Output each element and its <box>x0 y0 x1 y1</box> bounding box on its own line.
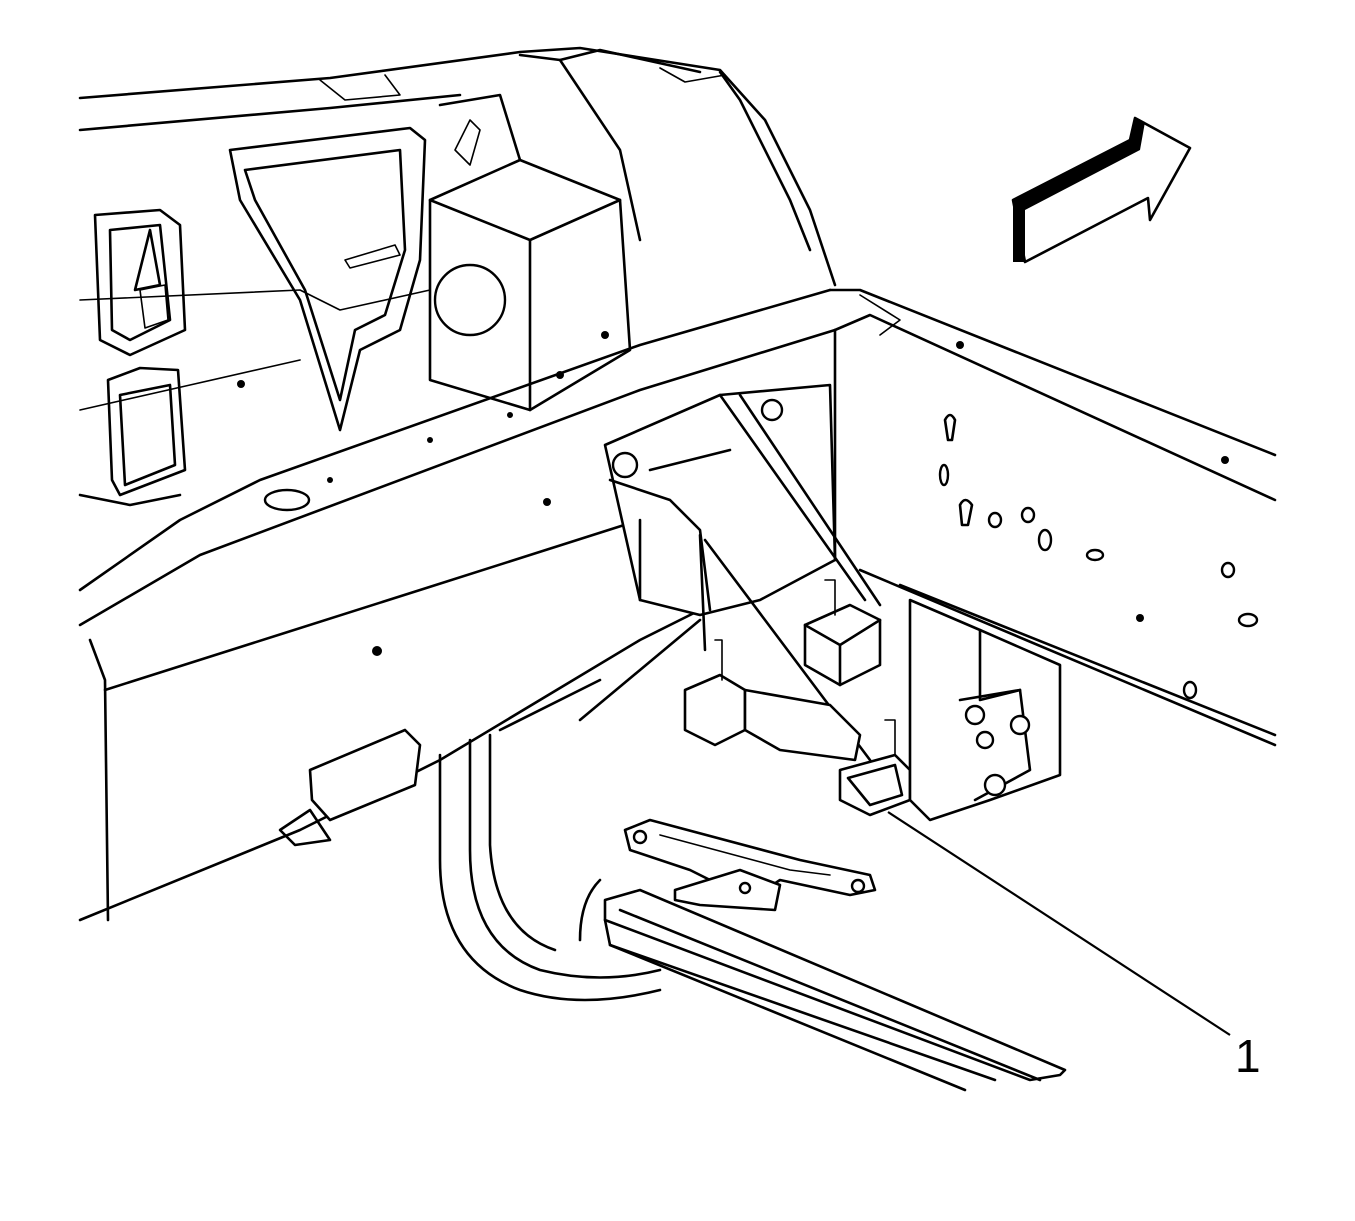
sensor-module <box>683 579 912 817</box>
callout-1-leader-line <box>887 811 1231 1036</box>
callout-1: 1 <box>887 811 1261 1082</box>
lower-u-bracket <box>438 618 702 1002</box>
mounting-bracket-assembly <box>603 383 882 762</box>
main-frame-rail <box>78 288 837 922</box>
bracket-plate <box>623 818 877 912</box>
left-clip-bracket <box>93 208 187 497</box>
box-bracket <box>428 93 632 412</box>
right-side-rail <box>828 288 1277 747</box>
right-bracket-bolts <box>908 598 1062 822</box>
triangular-bracket <box>228 126 427 432</box>
upper-frame-panel <box>78 46 837 287</box>
lower-cross-bar <box>603 888 1067 1092</box>
callout-1-label: 1 <box>1235 1030 1261 1082</box>
front-direction-arrow-icon <box>1011 116 1192 264</box>
